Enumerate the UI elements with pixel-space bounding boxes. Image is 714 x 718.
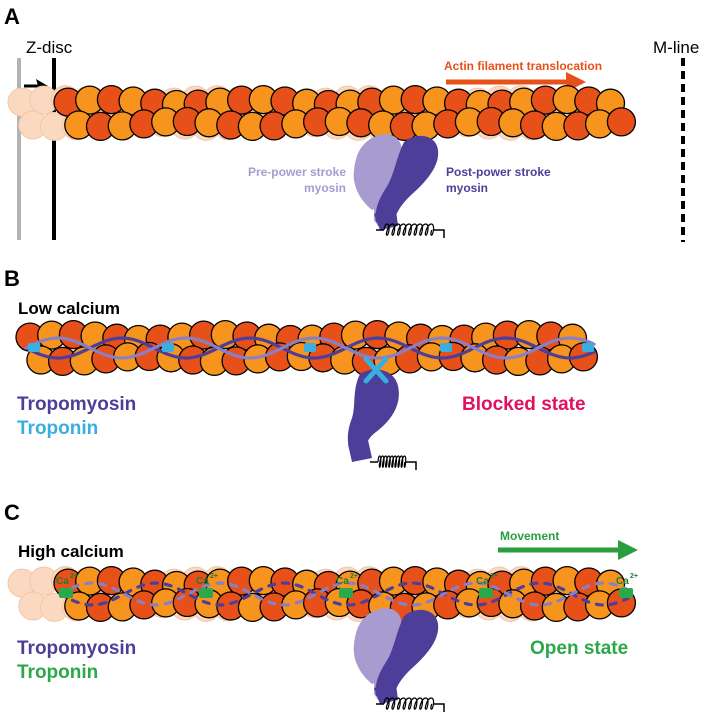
troponin-mark bbox=[304, 343, 316, 352]
panel-b: B Low calcium Tropomyosin Troponin Block… bbox=[4, 266, 599, 470]
myosin-tail-spring-c bbox=[376, 697, 445, 712]
panel-c-letter: C bbox=[4, 500, 20, 525]
troponin-label-b: Troponin bbox=[17, 418, 98, 439]
calcium-ion-charge: 2+ bbox=[490, 573, 498, 580]
zdisc-label: Z-disc bbox=[26, 38, 73, 57]
troponin-mark bbox=[582, 343, 594, 352]
calcium-ion-charge: 2+ bbox=[630, 573, 638, 580]
post-stroke-label-line2: myosin bbox=[446, 181, 488, 195]
tropomyosin-strand bbox=[24, 336, 596, 360]
calcium-ion-charge: 2+ bbox=[70, 573, 78, 580]
open-state-label: Open state bbox=[530, 638, 628, 659]
panel-a: A Z-disc M-line Actin filament transloca… bbox=[4, 4, 699, 242]
movement-label: Movement bbox=[500, 529, 559, 543]
tropomyosin-strand bbox=[58, 581, 630, 607]
panel-b-letter: B bbox=[4, 266, 20, 291]
actin-monomer bbox=[606, 107, 637, 137]
actin-filament-a bbox=[53, 84, 637, 142]
tropomyosin-label-b: Tropomyosin bbox=[17, 394, 136, 415]
calcium-ion-label: Ca bbox=[196, 576, 209, 587]
post-stroke-myosin bbox=[374, 135, 439, 230]
troponin-label-c: Troponin bbox=[17, 662, 98, 683]
tropomyosin-strands-b bbox=[24, 336, 596, 360]
tropomyosin-strands-c bbox=[58, 581, 630, 607]
myosin-tail-spring bbox=[376, 223, 445, 238]
movement-arrow bbox=[498, 540, 638, 560]
troponin-mark bbox=[162, 343, 174, 352]
low-calcium-label: Low calcium bbox=[18, 299, 120, 318]
calcium-ion-label: Ca bbox=[56, 576, 69, 587]
calcium-ion-label: Ca bbox=[476, 576, 489, 587]
translocation-label: Actin filament translocation bbox=[444, 59, 602, 73]
troponin-marks-b bbox=[28, 343, 594, 352]
pre-stroke-label-line1: Pre-power stroke bbox=[248, 165, 346, 179]
troponin-mark bbox=[199, 588, 213, 598]
troponin-mark bbox=[619, 588, 633, 598]
troponin-mark bbox=[339, 588, 353, 598]
blocked-state-label: Blocked state bbox=[462, 394, 586, 415]
troponin-mark bbox=[28, 343, 40, 352]
tropomyosin-strand bbox=[58, 581, 630, 607]
calcium-ion-charge: 2+ bbox=[350, 573, 358, 580]
troponin-mark bbox=[59, 588, 73, 598]
pre-stroke-label-line2: myosin bbox=[304, 181, 346, 195]
panel-a-letter: A bbox=[4, 4, 20, 29]
post-stroke-label-line1: Post-power stroke bbox=[446, 165, 551, 179]
calcium-ion-label: Ca bbox=[616, 576, 629, 587]
tropomyosin-strand bbox=[24, 336, 596, 360]
tropomyosin-label-c: Tropomyosin bbox=[17, 638, 136, 659]
blocked-cross-icon bbox=[363, 356, 389, 384]
mline-label: M-line bbox=[653, 38, 699, 57]
post-stroke-myosin-c bbox=[374, 609, 439, 704]
myosin-tail-spring-b bbox=[370, 455, 417, 470]
calcium-ion-charge: 2+ bbox=[210, 573, 218, 580]
calcium-ion-label: Ca bbox=[336, 576, 349, 587]
blocked-myosin bbox=[347, 369, 399, 462]
high-calcium-label: High calcium bbox=[18, 542, 124, 561]
troponin-mark bbox=[440, 343, 452, 352]
troponin-mark bbox=[479, 588, 493, 598]
